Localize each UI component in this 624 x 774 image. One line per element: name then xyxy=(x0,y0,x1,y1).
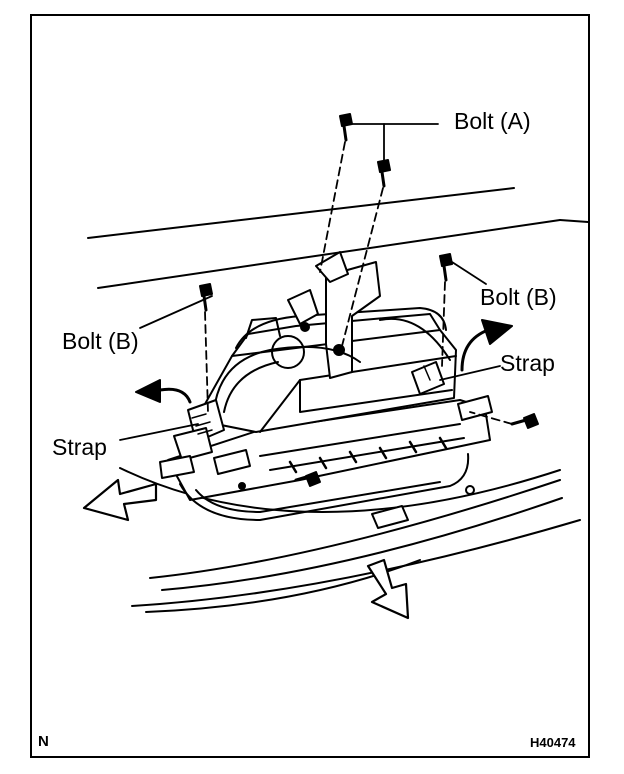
leader-lines xyxy=(119,123,501,441)
dashboard-panel-lines xyxy=(87,187,589,289)
figure-code: H40474 xyxy=(530,735,576,750)
pull-arrow-down xyxy=(366,558,410,620)
strap-arrow-left xyxy=(135,379,192,404)
bolt-a-upper xyxy=(339,113,353,142)
pull-arrow-left xyxy=(82,478,158,522)
bolt-lower-center xyxy=(294,471,321,487)
corner-letter: N xyxy=(38,733,49,750)
bolt-b-left-label: Bolt (B) xyxy=(62,328,139,354)
bolt-a-lower xyxy=(377,159,391,188)
strap-left-label: Strap xyxy=(52,434,107,460)
airbag-assembly xyxy=(159,251,493,529)
bolt-a-label: Bolt (A) xyxy=(454,108,531,134)
strap-arrow-right xyxy=(460,319,513,372)
bolt-b-left xyxy=(199,283,213,312)
bolt-b-right-label: Bolt (B) xyxy=(480,284,557,310)
bolt-b-right xyxy=(439,253,453,282)
strap-right-label: Strap xyxy=(500,350,555,376)
bolt-side-right xyxy=(510,413,539,429)
lower-trim-curves xyxy=(119,467,581,613)
bolt-dashed-lines xyxy=(204,141,513,425)
